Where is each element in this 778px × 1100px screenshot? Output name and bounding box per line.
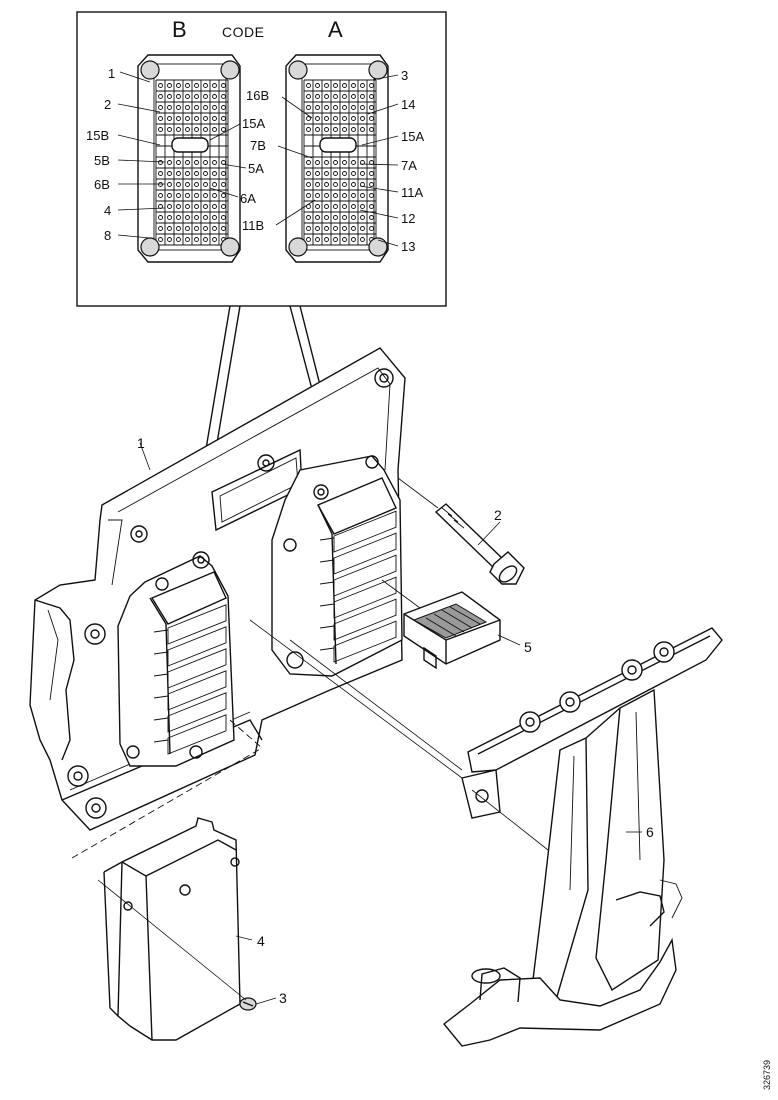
inset-label-a-7a: 7A: [401, 158, 417, 173]
assembly-lines: [71, 442, 549, 1001]
inset-label-a-15a: 15A: [401, 129, 424, 144]
mounting-bolt: [397, 477, 525, 585]
ecu-connector-socket-a: [271, 455, 403, 677]
inset-label-b-5b: 5B: [94, 153, 110, 168]
callout-bolt: 2: [494, 507, 502, 523]
callout-plug: 5: [524, 639, 532, 655]
callout-ecu: 1: [137, 435, 145, 451]
connector-a-face: [285, 54, 389, 263]
callout-screw: 3: [279, 990, 287, 1006]
connector-cover: [103, 817, 253, 1041]
inset-label-a-14: 14: [401, 97, 415, 112]
inset-label-16b: 16B: [246, 88, 269, 103]
inset-label-5a: 5A: [248, 161, 264, 176]
mounting-bracket: [443, 627, 723, 1047]
cover-screw: [239, 997, 277, 1011]
inset-label-6a: 6A: [240, 191, 256, 206]
inset-frame: [76, 11, 447, 307]
inset-label-b-1: 1: [108, 66, 115, 81]
inset-label-a-12: 12: [401, 211, 415, 226]
inset-label-b-4: 4: [104, 203, 111, 218]
inset-header-left: B: [172, 17, 187, 42]
ecu-connector-socket-b: [117, 551, 235, 767]
inset-label-b-2: 2: [104, 97, 111, 112]
callout-bracket: 6: [646, 824, 654, 840]
inset-label-a-13: 13: [401, 239, 415, 254]
callout-cover: 4: [257, 933, 265, 949]
inset-label-a-11a: 11A: [401, 185, 423, 200]
inset-label-a-3: 3: [401, 68, 408, 83]
connector-b-face: [137, 54, 241, 263]
inset-header-code: CODE: [222, 24, 264, 40]
inset-label-b-8: 8: [104, 228, 111, 243]
inset-label-11b: 11B: [242, 218, 264, 233]
document-id: 326739: [762, 1060, 772, 1090]
connector-code-inset: B CODE A: [76, 11, 447, 307]
inset-label-7b: 7B: [250, 138, 266, 153]
inset-leaders: [117, 71, 399, 247]
inset-label-b-6b: 6B: [94, 177, 110, 192]
inset-header-right: A: [328, 17, 343, 42]
inset-label-b-15b: 15B: [86, 128, 109, 143]
inset-label-15a-center: 15A: [242, 116, 265, 131]
connector-plug: [381, 579, 521, 670]
